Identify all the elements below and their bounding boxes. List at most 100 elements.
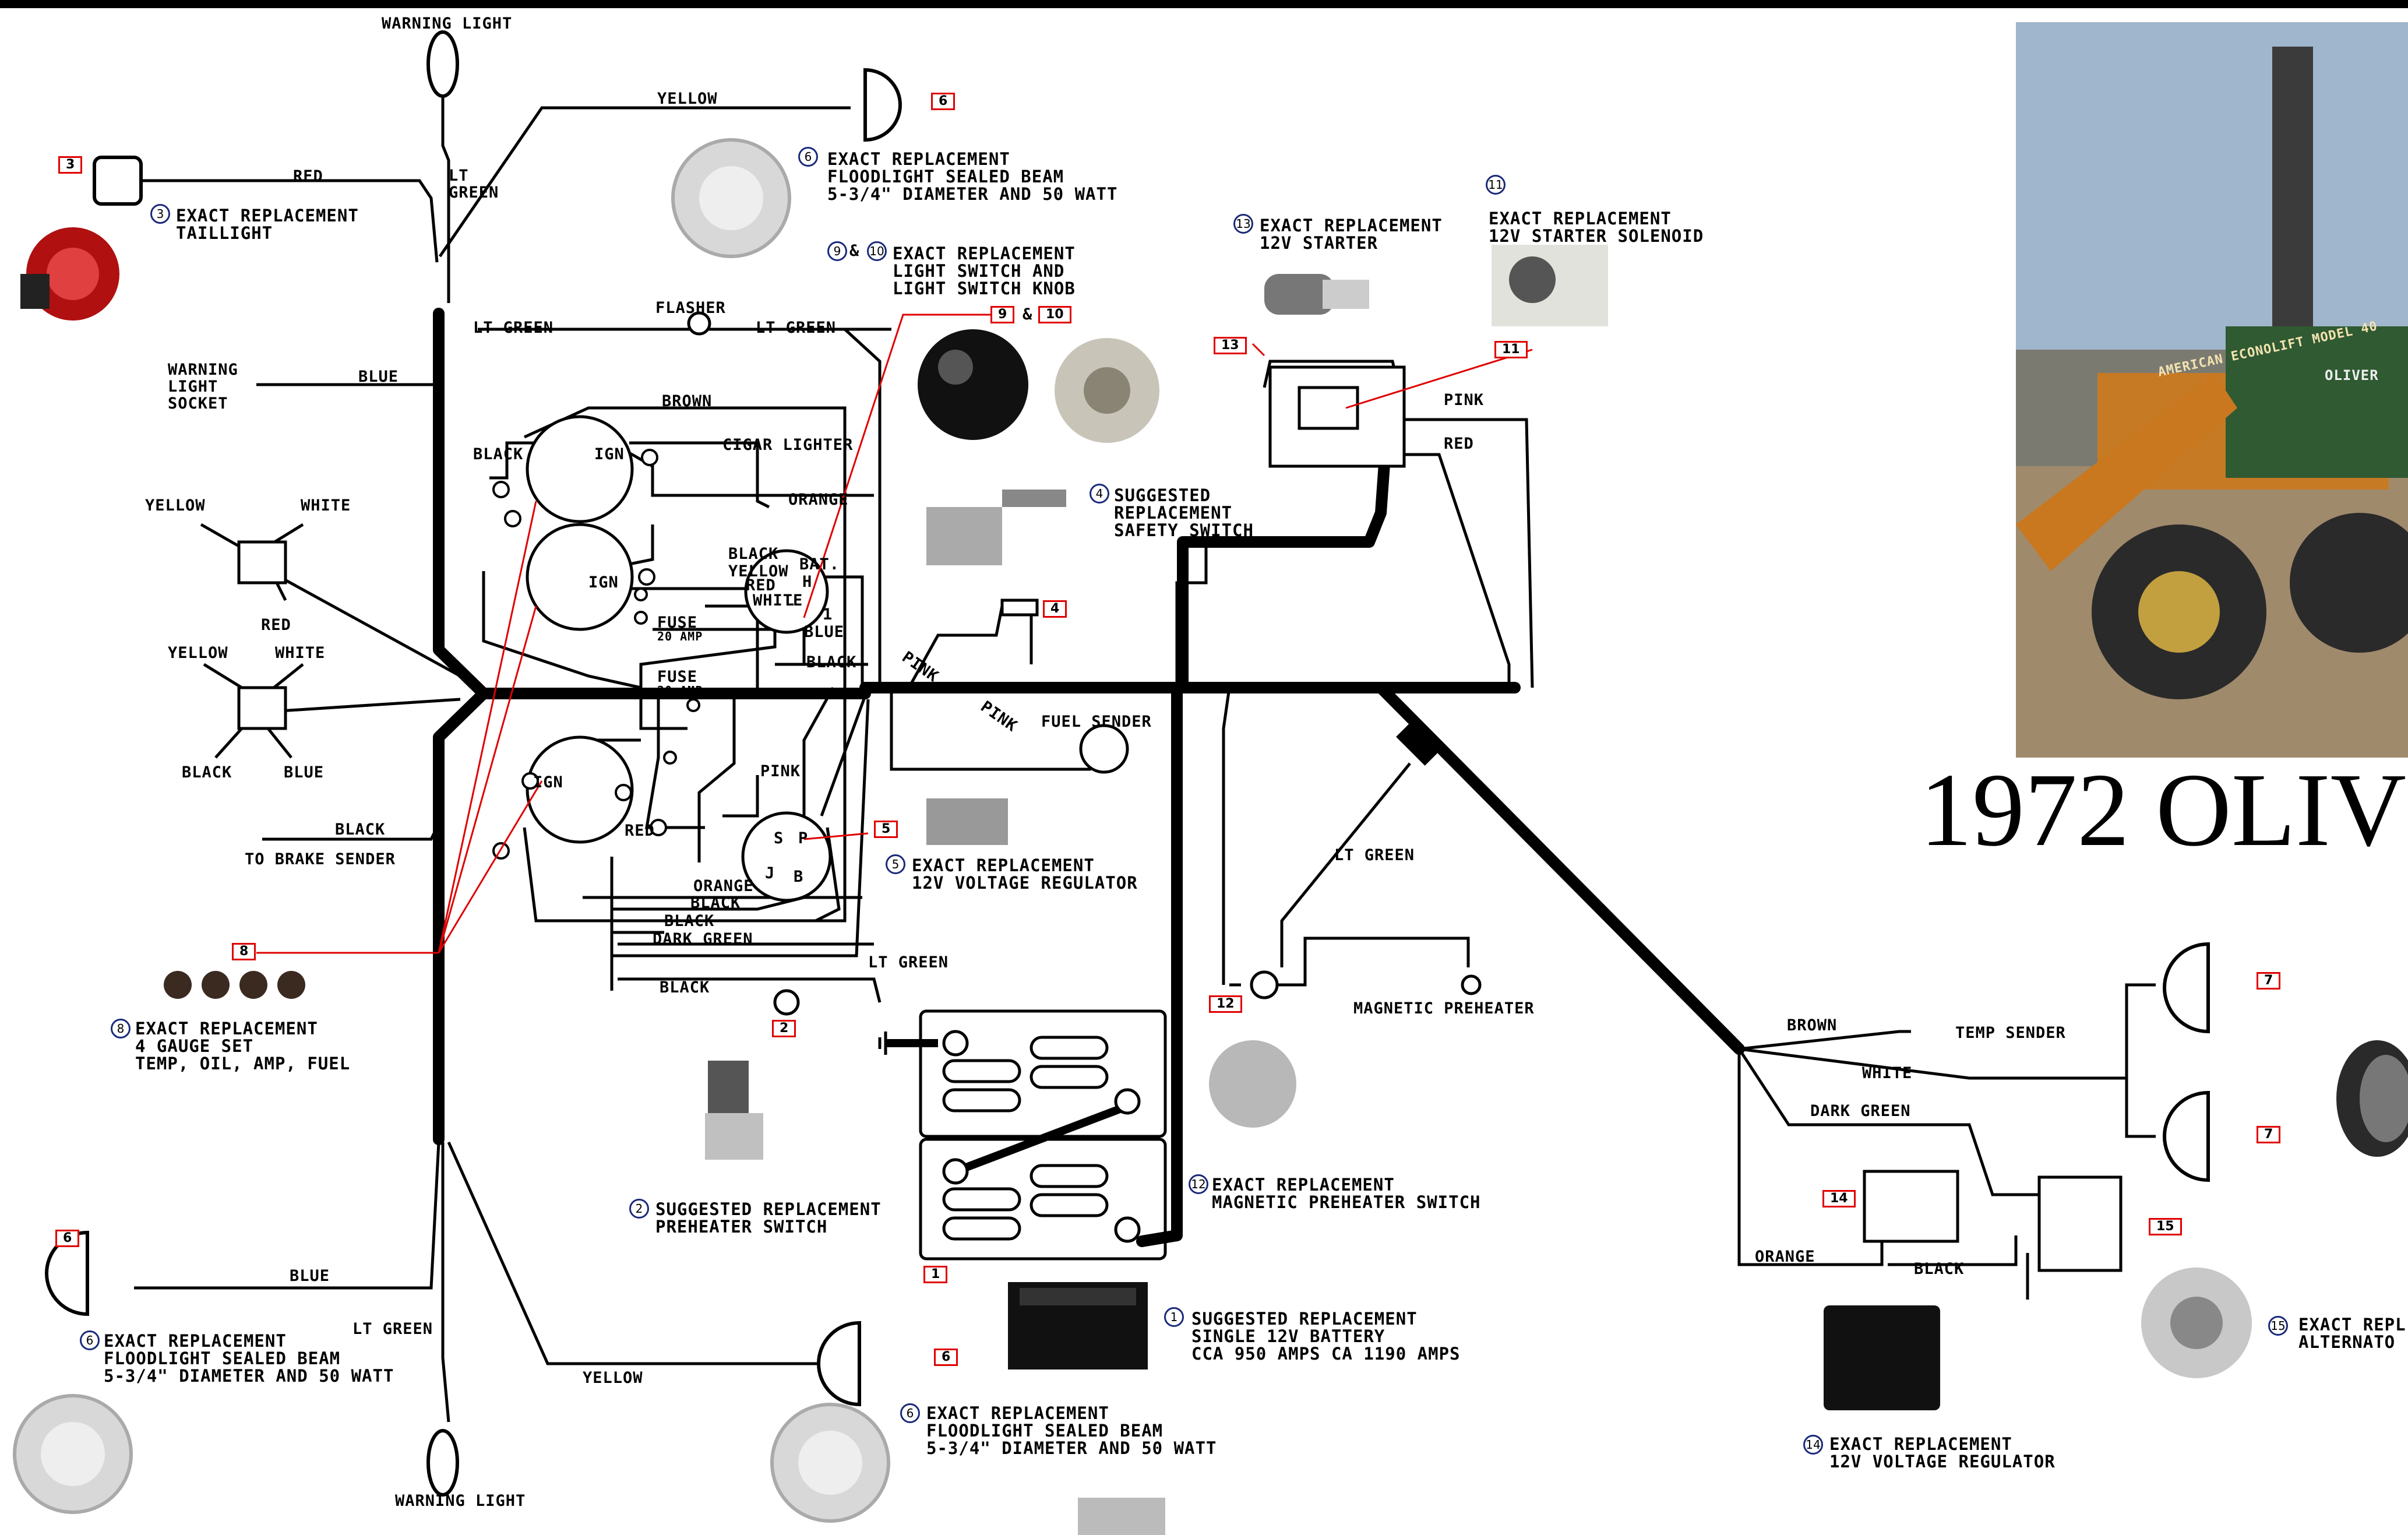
callout-number-1: 1 bbox=[1164, 1307, 1184, 1327]
tractor-photo bbox=[2016, 22, 2408, 758]
floodlight-photo-top bbox=[671, 138, 791, 258]
blue-bottom-label: BLUE bbox=[290, 1267, 330, 1285]
ref-ampersand: & bbox=[1023, 305, 1033, 323]
callout-battery: SUGGESTED REPLACEMENT SINGLE 12V BATTERY… bbox=[1191, 1309, 1461, 1364]
alternator-photo bbox=[2141, 1268, 2252, 1378]
red-switch-label: RED bbox=[746, 576, 776, 594]
voltage-regulator-photo-5 bbox=[926, 798, 1008, 845]
white-right-label: WHITE bbox=[1862, 1064, 1913, 1082]
callout-starter-solenoid: EXACT REPLACEMENT 12V STARTER SOLENOID bbox=[1489, 209, 1704, 246]
fuse1-label: FUSE bbox=[657, 614, 698, 632]
ref-box-6-bottom-left: 6 bbox=[55, 1230, 80, 1247]
reference-lines bbox=[256, 314, 1533, 1004]
connector-blocks bbox=[237, 365, 2123, 1272]
callout-alternator: EXACT REPL ALTERNATO bbox=[2298, 1315, 2406, 1352]
black-switch-label: BLACK bbox=[728, 545, 779, 563]
dark-green-right-label: DARK GREEN bbox=[1810, 1102, 1911, 1120]
pink-switch-label: PINK bbox=[760, 762, 801, 780]
callout-floodlight-top: EXACT REPLACEMENT FLOODLIGHT SEALED BEAM… bbox=[827, 149, 1118, 204]
callout-number-12: 12 bbox=[1189, 1174, 1208, 1194]
switch-letter-1: 1 bbox=[823, 605, 833, 624]
lt-green-top-label: LT GREEN bbox=[449, 167, 499, 202]
lt-green-mid-label: LT GREEN bbox=[1334, 846, 1415, 864]
ref-box-7-top: 7 bbox=[2257, 972, 2281, 990]
switch-letter-h: H bbox=[802, 573, 813, 591]
white-connector1-label: WHITE bbox=[301, 497, 351, 515]
callout-number-9: 9 bbox=[827, 241, 847, 261]
ign2-label: IGN bbox=[588, 573, 619, 592]
lt-green-bottom-label: LT GREEN bbox=[868, 953, 949, 971]
yellow-connector2-label: YELLOW bbox=[168, 644, 228, 662]
callout-number-15: 15 bbox=[2268, 1316, 2288, 1336]
ref-box-6-bottom-mid: 6 bbox=[934, 1349, 958, 1366]
callout-voltage-regulator-14: EXACT REPLACEMENT 12V VOLTAGE REGULATOR bbox=[1829, 1434, 2056, 1471]
amp1-label: 20 AMP bbox=[657, 629, 703, 643]
solenoid-photo bbox=[1492, 245, 1608, 326]
harness-junction bbox=[1396, 720, 1441, 766]
ref-box-3: 3 bbox=[58, 156, 83, 174]
red-starter-label: RED bbox=[1444, 435, 1474, 453]
callout-floodlight-bottom-mid: EXACT REPLACEMENT FLOODLIGHT SEALED BEAM… bbox=[926, 1403, 1217, 1458]
red-connector1-label: RED bbox=[261, 616, 291, 634]
lt-green-bottom2-label: LT GREEN bbox=[352, 1320, 433, 1338]
callout-taillight: EXACT REPLACEMENT TAILLIGHT bbox=[176, 206, 359, 243]
black-mid-label: BLACK bbox=[806, 653, 857, 671]
white-connector2-label: WHITE bbox=[275, 644, 326, 662]
black-switch3-label: BLACK bbox=[664, 912, 715, 930]
callout-ampersand: & bbox=[849, 242, 860, 260]
ign1-label: IGN bbox=[594, 445, 625, 463]
blue-socket-label: BLUE bbox=[358, 368, 399, 386]
callout-number-4: 4 bbox=[1090, 484, 1109, 504]
orange-switch-label: ORANGE bbox=[693, 877, 754, 895]
callout-light-switch: EXACT REPLACEMENT LIGHT SWITCH AND LIGHT… bbox=[893, 244, 1076, 298]
tractor-brand-text: OLIVER bbox=[2325, 367, 2379, 383]
blue-connector2-label: BLUE bbox=[284, 763, 325, 781]
black-ign-label: BLACK bbox=[473, 445, 524, 463]
top-border bbox=[0, 0, 2408, 8]
callout-number-5: 5 bbox=[886, 854, 905, 874]
black-connector2-label: BLACK bbox=[182, 763, 232, 781]
amp2-label: 20 AMP bbox=[657, 684, 703, 698]
fuel-sender-label: FUEL SENDER bbox=[1041, 713, 1152, 731]
ref-box-12: 12 bbox=[1209, 995, 1242, 1013]
lamp-symbols bbox=[45, 30, 2210, 1497]
callout-preheater-switch: SUGGESTED REPLACEMENT PREHEATER SWITCH bbox=[655, 1199, 882, 1237]
ref-box-6-top: 6 bbox=[931, 93, 956, 110]
lt-green-right-label: LT GREEN bbox=[756, 319, 837, 337]
magnetic-preheater-label: MAGNETIC PREHEATER bbox=[1353, 999, 1535, 1018]
yellow-bottom2-label: YELLOW bbox=[583, 1369, 643, 1387]
starter-photo bbox=[1264, 274, 1369, 315]
callout-number-10: 10 bbox=[867, 241, 887, 261]
switch-letter-l: L bbox=[785, 592, 795, 610]
to-brake-sender-label: TO BRAKE SENDER bbox=[245, 850, 396, 868]
red-ign-label: RED bbox=[625, 822, 655, 840]
switch-letter-s: S bbox=[774, 829, 784, 847]
callout-number-14: 14 bbox=[1803, 1435, 1823, 1455]
brown-top-label: BROWN bbox=[662, 392, 713, 410]
yellow-switch-label: YELLOW bbox=[728, 562, 789, 580]
taillight-photo bbox=[20, 227, 119, 321]
gauge-circles bbox=[526, 311, 1482, 1016]
bat-label: BAT. bbox=[799, 555, 840, 573]
black-right-label: BLACK bbox=[1914, 1260, 1965, 1278]
ref-box-7-bottom: 7 bbox=[2257, 1126, 2281, 1143]
fuse2-label: FUSE bbox=[657, 668, 698, 686]
ref-box-15: 15 bbox=[2149, 1218, 2182, 1235]
warning-light-socket-label: WARNING LIGHT SOCKET bbox=[168, 361, 238, 413]
page-title: 1972 OLIV bbox=[1920, 752, 2406, 868]
callout-number-3: 3 bbox=[150, 204, 170, 224]
terminal-dots bbox=[492, 449, 700, 860]
callout-number-6-bottom-mid: 6 bbox=[900, 1403, 920, 1423]
red-taillight-label: RED bbox=[293, 167, 323, 185]
ref-box-10: 10 bbox=[1038, 306, 1071, 323]
callout-number-6-top: 6 bbox=[798, 147, 818, 167]
cigar-lighter-label: CIGAR LIGHTER bbox=[722, 436, 854, 454]
preheater-switch-photo bbox=[705, 1061, 763, 1160]
bottom-photo-partial bbox=[1078, 1498, 1165, 1535]
main-harness bbox=[433, 308, 1745, 1247]
callout-number-13: 13 bbox=[1233, 214, 1253, 234]
callout-gauge-set: EXACT REPLACEMENT 4 GAUGE SET TEMP, OIL,… bbox=[135, 1019, 351, 1073]
blue-switch-label: BLUE bbox=[804, 623, 845, 641]
ign3-label: IGN bbox=[533, 773, 563, 791]
